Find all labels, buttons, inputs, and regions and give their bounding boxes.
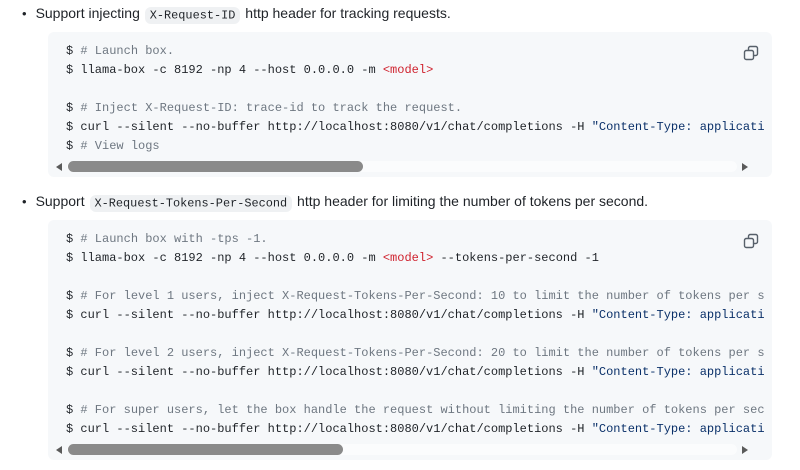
code-line: $ curl --silent --no-buffer http://local… xyxy=(66,365,765,379)
code-line: $ # Launch box with -tps -1. xyxy=(66,232,268,246)
bullet-line: • Support X-Request-Tokens-Per-Second ht… xyxy=(22,191,770,213)
bullet-text-after: http header for limiting the number of t… xyxy=(293,193,649,209)
code-line: $ curl --silent --no-buffer http://local… xyxy=(66,308,765,322)
code-line: $ curl --silent --no-buffer http://local… xyxy=(66,120,765,134)
code-line: $ llama-box -c 8192 -np 4 --host 0.0.0.0… xyxy=(66,63,434,77)
code-content: $ # Launch box. $ llama-box -c 8192 -np 4… xyxy=(66,42,772,156)
code-line xyxy=(66,325,772,344)
scroll-left-arrow-icon[interactable] xyxy=(56,162,62,171)
scroll-left-arrow-icon[interactable] xyxy=(56,445,62,454)
bullet-list: • Support injecting X-Request-ID http he… xyxy=(0,3,800,460)
bullet-line: • Support injecting X-Request-ID http he… xyxy=(22,3,770,25)
scroll-thumb[interactable] xyxy=(68,444,343,455)
code-line xyxy=(66,80,772,99)
horizontal-scrollbar[interactable] xyxy=(52,441,750,458)
inline-code: X-Request-Tokens-Per-Second xyxy=(89,194,293,212)
bullet-marker: • xyxy=(22,6,27,21)
scroll-right-arrow-icon[interactable] xyxy=(742,162,748,171)
scroll-track[interactable] xyxy=(67,444,737,455)
copy-button[interactable] xyxy=(738,40,764,66)
code-line xyxy=(66,268,772,287)
bullet-text-before: Support xyxy=(35,193,89,209)
code-line: $ # For level 1 users, inject X-Request-… xyxy=(66,289,765,303)
scroll-right-arrow-icon[interactable] xyxy=(742,445,748,454)
scroll-thumb[interactable] xyxy=(68,161,363,172)
markdown-document: • Support injecting X-Request-ID http he… xyxy=(0,3,800,460)
copy-button[interactable] xyxy=(738,228,764,254)
code-block: $ # Launch box with -tps -1. $ llama-box … xyxy=(48,220,772,460)
code-line xyxy=(66,382,772,401)
code-line: $ # For level 2 users, inject X-Request-… xyxy=(66,346,765,360)
copy-icon xyxy=(743,233,759,249)
horizontal-scrollbar[interactable] xyxy=(52,158,750,175)
code-line: $ curl --silent --no-buffer http://local… xyxy=(66,422,765,436)
bullet-text-after: http header for tracking requests. xyxy=(241,5,451,21)
bullet-text-before: Support injecting xyxy=(35,5,144,21)
code-block: $ # Launch box. $ llama-box -c 8192 -np 4… xyxy=(48,32,772,177)
copy-icon xyxy=(743,45,759,61)
code-line: $ # View logs xyxy=(66,139,160,153)
bullet-marker: • xyxy=(22,194,27,209)
list-item: • Support injecting X-Request-ID http he… xyxy=(0,3,800,177)
bullet-text: Support X-Request-Tokens-Per-Second http… xyxy=(36,191,648,213)
code-line: $ # For super users, let the box handle … xyxy=(66,403,765,417)
code-line: $ # Inject X-Request-ID: trace-id to tra… xyxy=(66,101,463,115)
list-item: • Support X-Request-Tokens-Per-Second ht… xyxy=(0,191,800,460)
code-content: $ # Launch box with -tps -1. $ llama-box … xyxy=(66,230,772,439)
inline-code: X-Request-ID xyxy=(144,6,241,24)
code-line: $ llama-box -c 8192 -np 4 --host 0.0.0.0… xyxy=(66,251,599,265)
code-line: $ # Launch box. xyxy=(66,44,175,58)
scroll-track[interactable] xyxy=(67,161,737,172)
bullet-text: Support injecting X-Request-ID http head… xyxy=(36,3,451,25)
